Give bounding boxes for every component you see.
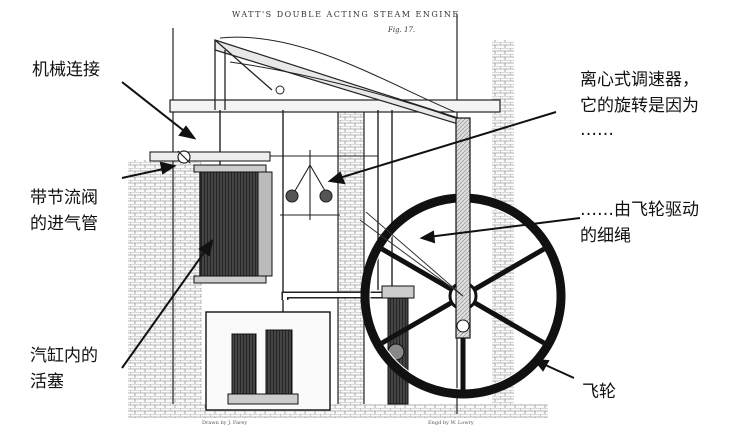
label-piston-line1: 汽缸内的 xyxy=(30,346,98,366)
governor-drive-cord xyxy=(359,211,464,297)
label-piston-line2: 活塞 xyxy=(30,372,64,392)
column xyxy=(381,285,415,405)
label-steam-pipe-line2: 的进气管 xyxy=(30,214,98,234)
engraving-title: WATT'S DOUBLE ACTING STEAM ENGINE xyxy=(232,10,460,19)
label-rope-line1: ……由飞轮驱动 xyxy=(580,200,699,220)
engraving-credit-left: Drawn by J. Farey xyxy=(202,420,248,426)
label-rope-line2: 的细绳 xyxy=(580,226,631,246)
label-mechanical-linkage: 机械连接 xyxy=(32,60,100,80)
parallel-motion xyxy=(214,39,273,110)
label-steam-pipe-line1: 带节流阀 xyxy=(30,188,98,208)
condenser-box xyxy=(205,291,390,411)
label-governor-line3: …… xyxy=(580,120,614,140)
rods-and-pipes xyxy=(219,110,393,320)
connecting-rod xyxy=(455,117,471,339)
label-flywheel: 飞轮 xyxy=(582,382,616,402)
engraving-credit-right: Engd by W. Lowry xyxy=(428,420,474,426)
label-governor-line2: 它的旋转是因为 xyxy=(580,96,699,116)
engraving-figure-number: Fig. 17. xyxy=(388,26,416,34)
brick-walls xyxy=(128,40,548,418)
centrifugal-governor xyxy=(280,150,340,220)
cylinder xyxy=(193,164,273,284)
steam-pipe xyxy=(149,150,378,164)
label-governor-line1: 离心式调速器， xyxy=(580,70,699,90)
pointer-arrows xyxy=(121,81,581,379)
